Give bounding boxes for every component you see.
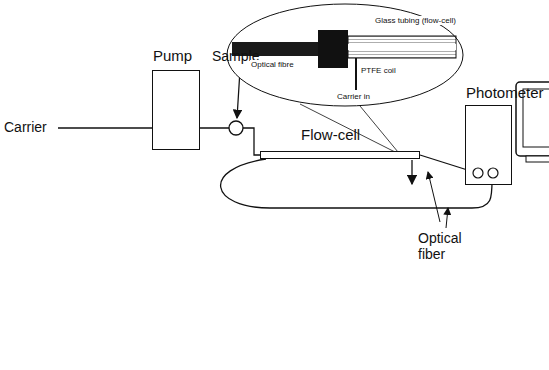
carrier-label: Carrier <box>4 119 47 135</box>
flow-cell-tube: Flow-cell <box>260 151 420 159</box>
pump-box: Pump <box>152 70 200 150</box>
sample-valve <box>229 121 243 135</box>
node-label: Flow-cell <box>301 126 360 143</box>
ptfe-coil-label: PTFE coil <box>360 66 397 75</box>
node-label: Pump <box>153 47 192 64</box>
inset-detail <box>227 4 463 106</box>
carrier-line <box>58 127 152 128</box>
fiber-connectors <box>465 105 512 185</box>
carrier-in-label: Carrier in <box>336 92 371 101</box>
node-label: Photometer <box>466 84 544 101</box>
glass-tubing-label: Glass tubing (flow-cell) <box>374 16 457 25</box>
leader-arrow <box>446 208 448 228</box>
outlet-arrow <box>411 160 412 184</box>
photometer-box: Photometer <box>465 105 512 185</box>
optical-fiber-line <box>221 159 492 208</box>
optical-fibre-label: Optical fibre <box>250 60 295 69</box>
optical-fiber-label: Optical fiber <box>418 230 488 262</box>
leader-arrow <box>428 172 440 222</box>
zoom-line <box>300 104 395 152</box>
zoom-line <box>360 106 398 152</box>
